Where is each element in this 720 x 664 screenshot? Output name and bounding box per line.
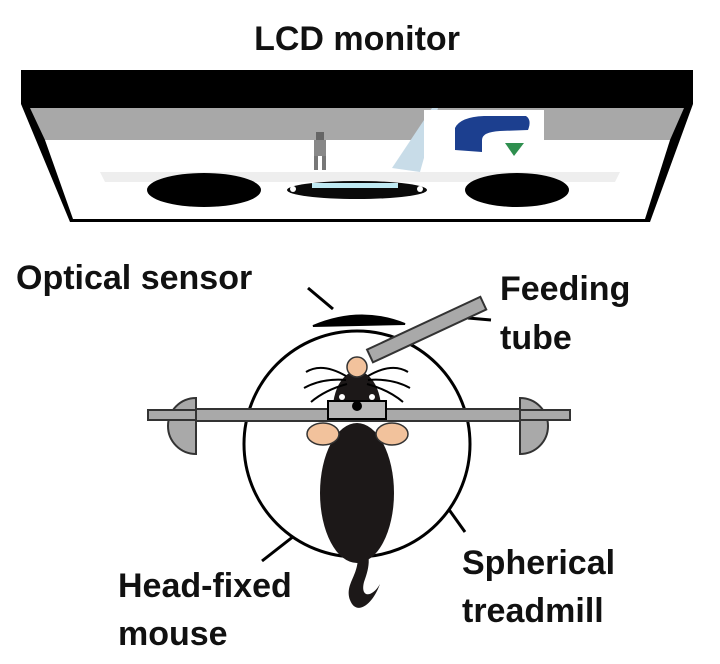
virtual-figure-leg-right [322,156,326,170]
bar-weight-right [519,396,549,456]
mouse-tail [348,544,380,608]
feeding-tube-label-1: Feeding [500,270,630,308]
optical-sensor-label: Optical sensor [16,259,252,297]
monitor-sky [30,108,684,140]
mouse-label-2: mouse [118,615,228,653]
mouse-ear-right [375,422,409,446]
head-fixation-bar [147,396,571,456]
head-plate-screw [352,401,362,411]
monitor-label: LCD monitor [254,20,460,58]
optical-sensor [312,314,406,327]
treadmill-label-1: Spherical [462,544,615,582]
bar-right-end [519,409,571,421]
mouse-ear-left [306,422,340,446]
virtual-sign-mark [505,143,524,156]
monitor-top-bezel [21,70,693,104]
mouse-nose [346,356,368,378]
virtual-figure-leg-left [314,156,318,170]
sensor-leader-line [307,286,334,311]
floor-reflection [312,183,398,188]
mouse-eye-left [339,394,345,400]
virtual-sign-logo [455,116,530,152]
mouse-body [320,423,394,563]
feeding-tube [365,295,488,364]
floor-shadow-right [465,173,569,207]
floor-light-2 [417,186,423,192]
virtual-figure-body [314,140,326,156]
bar-weight-left [167,396,197,456]
feeding-tube-label-2: tube [500,319,572,357]
treadmill-label-2: treadmill [462,592,604,630]
bar-left-end [147,409,197,421]
mouse-whiskers [303,366,411,403]
floor-light-1 [290,186,296,192]
tube-leader-line [467,316,492,322]
mouse-label-1: Head-fixed [118,567,292,605]
lcd-monitor [21,70,693,222]
virtual-figure-head [316,132,324,140]
floor-shadow-left [147,173,261,207]
mouse-eye-right [369,394,375,400]
